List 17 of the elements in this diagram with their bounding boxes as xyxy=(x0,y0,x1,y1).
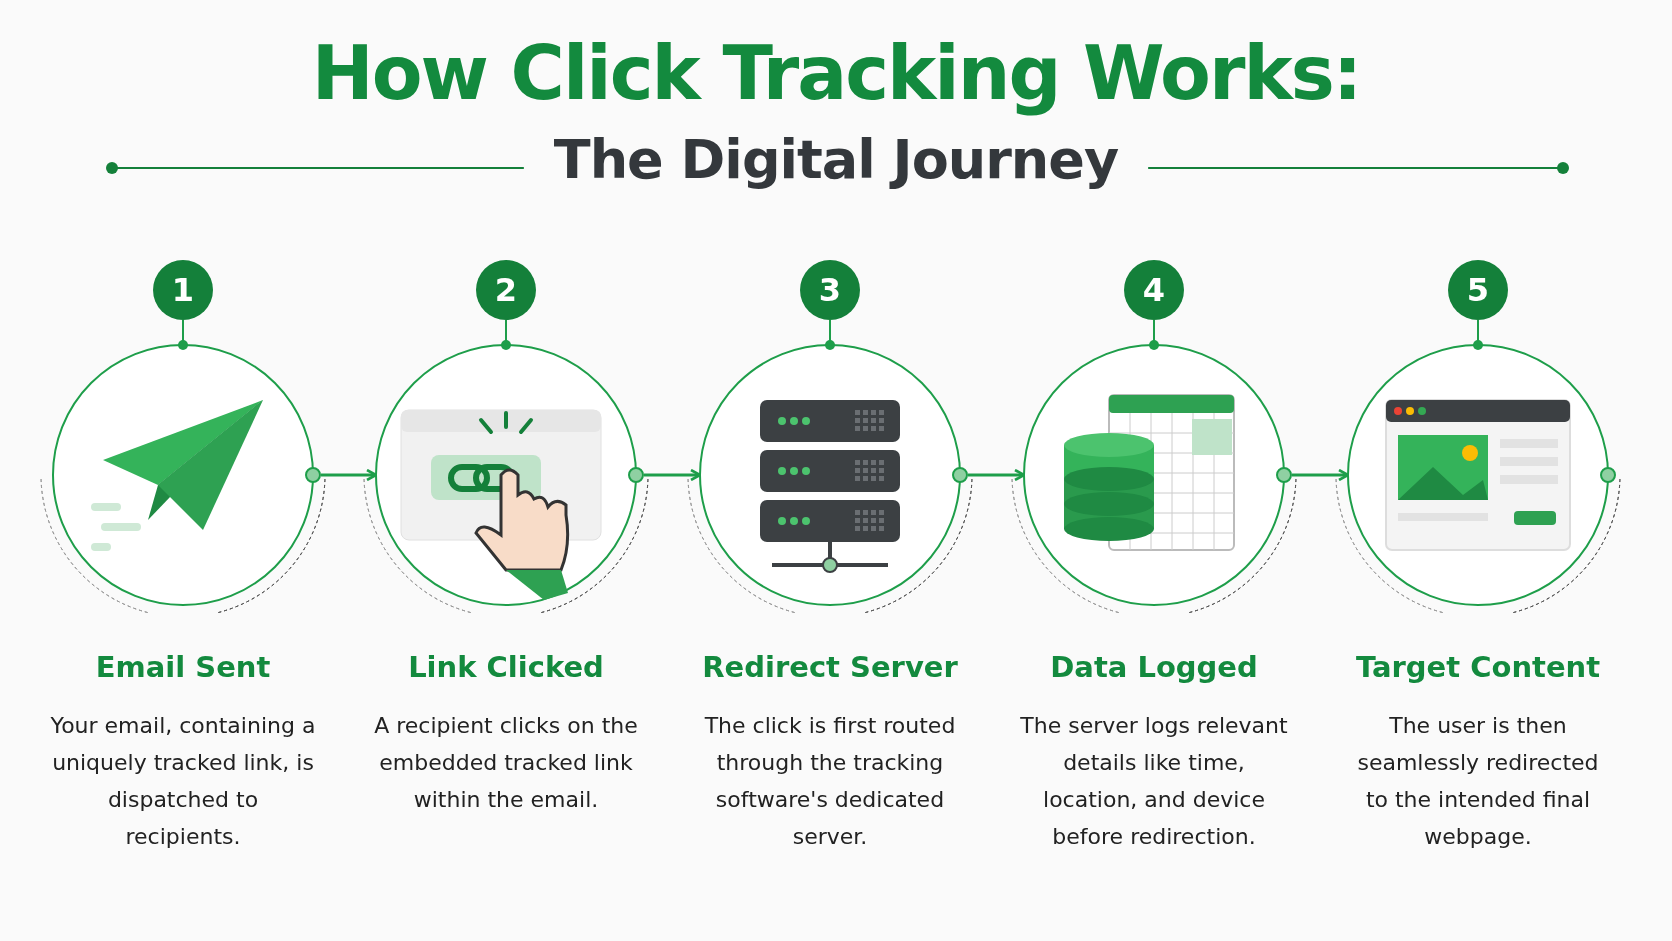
step-description: A recipient clicks on the embedded tracked link within the email. xyxy=(373,712,639,814)
step-title: Email Sent xyxy=(94,650,272,684)
subtitle: The Digital Journey xyxy=(553,128,1119,191)
title: How Click Tracking Works: xyxy=(310,30,1362,116)
step-description: The click is first routed through the tracking software's dedicated server. xyxy=(703,712,957,851)
step-number: 1 xyxy=(153,260,213,320)
step-number: 5 xyxy=(1448,260,1508,320)
step-number: 2 xyxy=(476,260,536,320)
step-title: Redirect Server xyxy=(701,650,959,684)
step-title: Link Clicked xyxy=(407,650,605,684)
step-description: The server logs relevant details like time, location, and device before redirection. xyxy=(1019,712,1289,851)
step-description: Your email, containing a uniquely tracked link, is dispatched to recipients. xyxy=(49,712,317,851)
step-number: 3 xyxy=(800,260,860,320)
step-title: Data Logged xyxy=(1049,650,1259,684)
step-title: Target Content xyxy=(1354,650,1602,684)
step-description: The user is then seamlessly redirected to the intended final webpage. xyxy=(1356,712,1600,851)
step-number: 4 xyxy=(1124,260,1184,320)
